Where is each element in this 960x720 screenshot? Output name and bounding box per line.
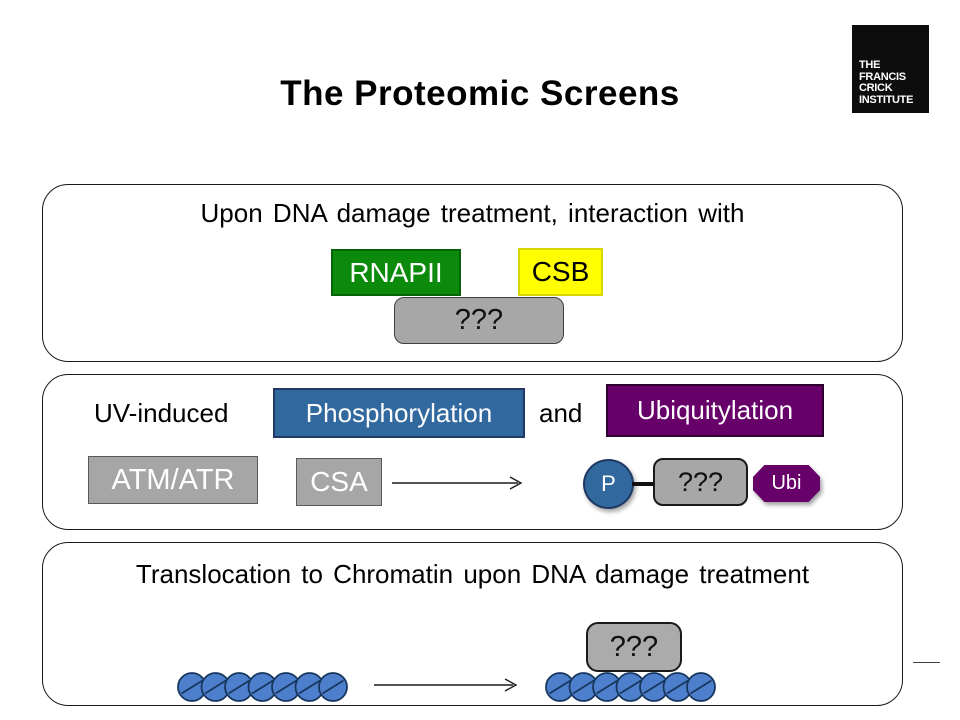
panel-interaction-screen: Upon DNA damage treatment, interaction w… [42,184,903,362]
francis-crick-institute-logo: THE FRANCIS CRICK INSTITUTE [852,25,929,113]
panel1-heading: Upon DNA damage treatment, interaction w… [200,198,745,228]
panel3-heading: Translocation to Chromatin upon DNA dama… [135,559,810,589]
csa-label: CSA [310,466,368,497]
connector-line [632,482,655,486]
logo-line: FRANCIS [859,70,906,83]
phosphorylation-box: Phosphorylation [273,388,525,438]
phosphate-badge: P [583,459,634,509]
unknown-label: ??? [454,304,504,336]
csb-box: CSB [518,248,603,296]
logo-line: INSTITUTE [859,93,914,106]
unknown-substrate-box: ??? [653,458,748,506]
chromatin-beads-icon [177,672,348,702]
uv-induced-text: UV-induced [94,397,229,428]
ubiquitylation-box: Ubiquitylation [606,384,824,437]
page-title: The Proteomic Screens [280,74,680,113]
and-text: and [539,397,583,428]
phosphorylation-label: Phosphorylation [305,397,493,428]
unknown-label: ??? [677,466,724,497]
rnapii-label: RNAPII [349,256,443,288]
phosphate-label: P [601,471,616,496]
unknown-label: ??? [609,630,659,663]
ubiquitin-badge: Ubi [753,465,820,502]
unknown-chromatin-box: ??? [586,622,682,672]
unknown-interactor-box: ??? [394,297,564,344]
csa-box: CSA [296,458,382,506]
panel-ptm-screen: UV-induced Phosphorylation and Ubiquityl… [42,374,903,530]
chromatin-beads-icon [545,672,716,702]
atm-atr-box: ATM/ATR [88,456,258,504]
rnapii-box: RNAPII [331,249,461,296]
csb-label: CSB [531,256,590,287]
ubiquitin-label: Ubi [771,472,802,494]
logo-line: THE [859,59,881,71]
atm-atr-label: ATM/ATR [111,463,235,496]
slide-edge-tick [913,662,940,663]
arrow-right-icon [374,678,518,692]
logo-line: CRICK [859,82,893,94]
arrow-right-icon [392,476,523,490]
panel-chromatin-screen: Translocation to Chromatin upon DNA dama… [42,542,903,706]
ubiquitylation-label: Ubiquitylation [636,395,794,425]
